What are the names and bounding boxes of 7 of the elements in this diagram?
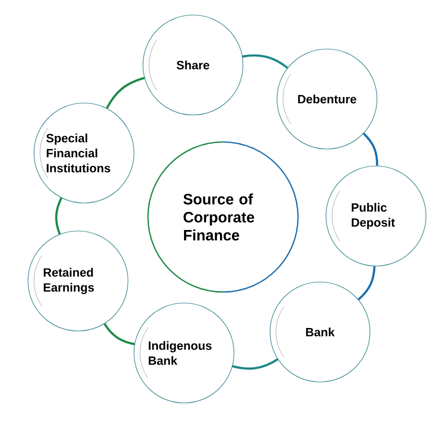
connector-arc	[358, 266, 376, 300]
connector-arc	[232, 358, 278, 370]
connector-arc	[362, 132, 378, 166]
connector-arc	[106, 76, 145, 109]
connector-arc	[104, 323, 135, 346]
connector-arc	[55, 197, 62, 235]
connector-arc	[242, 54, 288, 69]
